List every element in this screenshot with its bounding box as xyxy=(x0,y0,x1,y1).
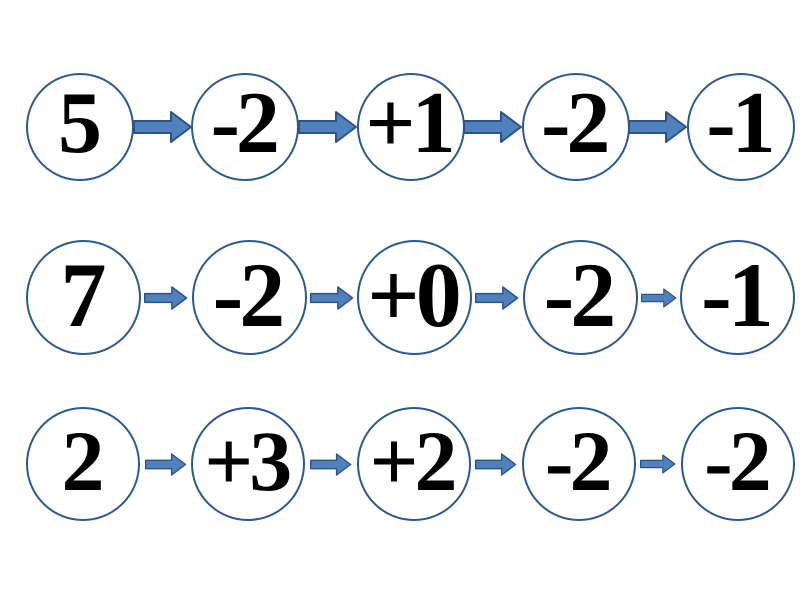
circle-value: -2 xyxy=(210,75,280,172)
circle-value: +2 xyxy=(369,413,457,509)
circle-value: +0 xyxy=(367,243,461,346)
arrow-right-icon xyxy=(475,284,519,312)
circle-value: -2 xyxy=(704,413,772,509)
number-circle: 2 xyxy=(26,407,140,521)
chain-row-3: 2 +3 +2 -2 -2 xyxy=(26,407,795,521)
number-circle: -1 xyxy=(687,73,795,181)
arrow-right-icon xyxy=(297,108,358,146)
circle-value: -2 xyxy=(541,75,610,172)
number-circle: -2 xyxy=(521,73,630,181)
number-circle: 5 xyxy=(26,73,134,181)
circle-value: 2 xyxy=(61,413,105,509)
circle-value: +1 xyxy=(365,75,455,172)
number-circle: +0 xyxy=(357,240,472,355)
circle-value: -1 xyxy=(706,75,775,172)
number-circle: -2 xyxy=(191,73,300,181)
circle-value: -2 xyxy=(212,243,286,346)
circle-value: 5 xyxy=(58,75,102,172)
number-circle: -2 xyxy=(522,240,638,355)
circle-value: 7 xyxy=(60,243,107,346)
circle-value: -1 xyxy=(701,243,774,346)
number-circle: -2 xyxy=(681,407,795,521)
arrow-right-icon xyxy=(144,451,187,478)
number-circle: +2 xyxy=(356,407,471,521)
circle-value: -2 xyxy=(543,243,617,346)
arrow-right-icon xyxy=(475,451,517,478)
number-circle: +1 xyxy=(356,73,465,181)
number-circle: -2 xyxy=(191,240,307,355)
arrow-right-icon xyxy=(640,452,676,476)
number-circle: +3 xyxy=(191,407,306,521)
arrow-right-icon xyxy=(144,284,188,312)
arrow-right-icon xyxy=(628,108,688,146)
arrow-right-icon xyxy=(463,108,523,146)
circle-value: +3 xyxy=(204,413,292,509)
arrow-right-icon xyxy=(309,284,354,312)
arrow-right-icon xyxy=(132,108,193,146)
chain-row-2: 7 -2 +0 -2 -1 xyxy=(26,240,795,355)
number-circle: 7 xyxy=(26,240,141,355)
chain-row-1: 5 -2 +1 -2 -1 xyxy=(26,73,795,181)
number-circle: -1 xyxy=(680,240,795,355)
arrow-right-icon xyxy=(309,451,352,478)
number-circle: -2 xyxy=(521,407,636,521)
circle-value: -2 xyxy=(544,413,613,509)
arrow-right-icon xyxy=(640,286,677,310)
